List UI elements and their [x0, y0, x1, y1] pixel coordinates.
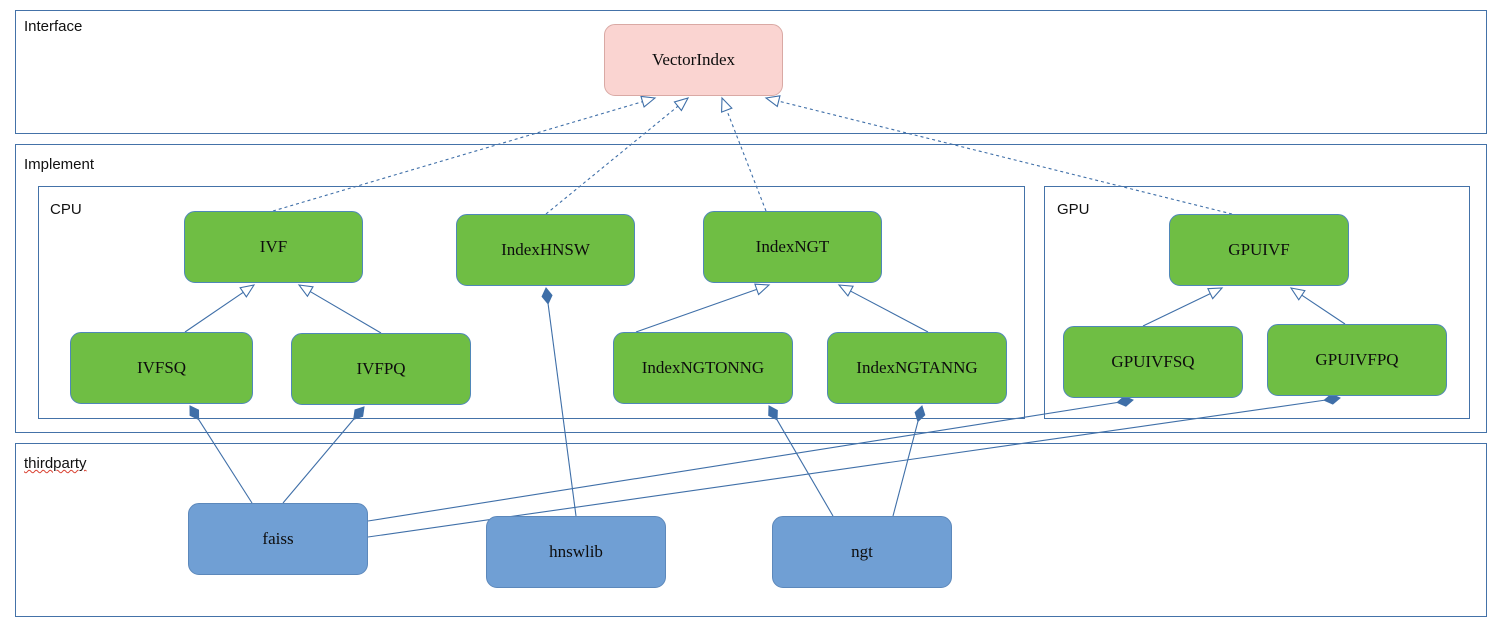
group-label-interface: Interface [24, 18, 83, 35]
group-container-cpu [38, 186, 1025, 419]
edge-composition-faiss-to-ivfsq [189, 405, 253, 504]
edge-generalization-indexngtanng-to-indexngt [837, 284, 929, 333]
class-node-faiss[interactable]: faiss [188, 503, 368, 575]
class-node-label: ngt [851, 541, 873, 561]
edge-realization-ivf-to-vectorindex [272, 95, 657, 212]
class-node-ivfpq[interactable]: IVFPQ [291, 333, 471, 405]
class-node-indexngtonng[interactable]: IndexNGTONNG [613, 332, 793, 404]
edge-composition-faiss-to-ivfpq [282, 406, 365, 504]
group-label-cpu: CPU [50, 201, 82, 218]
edge-realization-indexngt-to-vectorindex [721, 96, 767, 212]
edge-composition-ngt-to-indexngtonng [768, 405, 834, 517]
edge-composition-ngt-to-indexngtanng [892, 405, 926, 517]
class-node-label: IndexNGTONNG [641, 357, 765, 377]
group-container-implement [15, 144, 1487, 433]
class-node-ivfsq[interactable]: IVFSQ [70, 332, 253, 404]
class-node-indexngt[interactable]: IndexNGT [703, 211, 882, 283]
class-node-label: IndexNGTANNG [856, 357, 978, 377]
class-node-gpuivfsq[interactable]: GPUIVFSQ [1063, 326, 1243, 398]
edge-generalization-ivfpq-to-ivf [297, 284, 382, 334]
class-node-ngt[interactable]: ngt [772, 516, 952, 588]
group-container-gpu [1044, 186, 1470, 419]
edge-realization-indexhnsw-to-vectorindex [545, 97, 690, 215]
edge-generalization-ivfsq-to-ivf [184, 284, 256, 333]
class-node-label: VectorIndex [651, 49, 736, 69]
class-node-label: GPUIVF [1228, 239, 1290, 259]
class-node-label: GPUIVFPQ [1315, 349, 1399, 369]
class-node-label: faiss [262, 528, 294, 548]
group-container-thirdparty [15, 443, 1487, 617]
class-node-hnswlib[interactable]: hnswlib [486, 516, 666, 588]
class-node-label: IVFPQ [356, 358, 406, 378]
class-node-gpuivf[interactable]: GPUIVF [1169, 214, 1349, 286]
class-node-label: IndexHNSW [501, 239, 590, 259]
class-node-label: IVFSQ [136, 357, 187, 377]
class-node-ivf[interactable]: IVF [184, 211, 363, 283]
group-label-thirdparty: thirdparty [24, 455, 87, 472]
class-node-indexhnsw[interactable]: IndexHNSW [456, 214, 635, 286]
class-node-gpuivfpq[interactable]: GPUIVFPQ [1267, 324, 1447, 396]
edge-generalization-indexngtonng-to-indexngt [635, 283, 771, 333]
edge-realization-gpuivf-to-vectorindex [764, 95, 1233, 215]
class-node-label: GPUIVFSQ [1111, 351, 1195, 371]
class-node-label: IVF [259, 236, 288, 256]
group-label-gpu: GPU [1057, 201, 1090, 218]
edge-generalization-gpuivfpq-to-gpuivf [1289, 287, 1346, 325]
edge-generalization-gpuivfsq-to-gpuivf [1142, 287, 1224, 327]
group-container-interface [15, 10, 1487, 134]
class-node-label: hnswlib [549, 541, 603, 561]
edge-composition-hnswlib-to-indexhnsw [541, 287, 577, 517]
class-node-vectorindex[interactable]: VectorIndex [604, 24, 783, 96]
class-node-indexngtanng[interactable]: IndexNGTANNG [827, 332, 1007, 404]
class-node-label: IndexNGT [755, 236, 830, 256]
group-label-implement: Implement [24, 156, 95, 173]
